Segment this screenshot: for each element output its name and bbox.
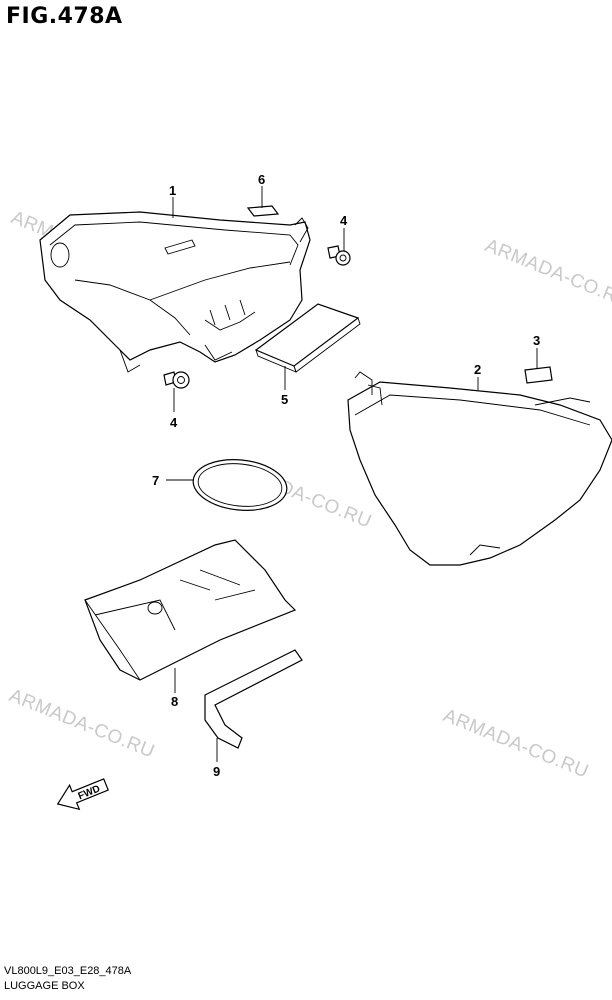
callout-3: 3 (533, 333, 540, 348)
diagram-name: LUGGAGE BOX (4, 980, 85, 992)
hex-wrench-part-9 (204, 649, 303, 749)
band-part-7 (192, 459, 288, 511)
diagram-code: VL800L9_E03_E28_478A (4, 965, 132, 977)
callout-4-lower: 4 (170, 415, 178, 430)
fwd-arrow-icon: FWD (56, 778, 109, 811)
callout-8: 8 (171, 694, 178, 709)
callout-7: 7 (152, 473, 159, 488)
side-cover-part-2 (347, 371, 612, 566)
callout-1: 1 (169, 183, 176, 198)
pad-part-6 (246, 205, 280, 217)
watermark-5: ARMADA-CO.RU (440, 705, 591, 782)
figure-title: FIG.478A (6, 4, 123, 29)
mat-part-5 (254, 303, 361, 373)
tool-bag-part-8 (84, 539, 297, 681)
leader-lines (166, 186, 538, 762)
bolt-part-4-lower (163, 371, 190, 389)
luggage-box-part-1 (39, 211, 311, 373)
watermark-2: ARMADA-CO.RU (482, 235, 612, 312)
bolt-part-4-upper (327, 245, 351, 266)
callout-5: 5 (281, 392, 288, 407)
callout-6: 6 (258, 172, 265, 187)
callout-9: 9 (213, 764, 220, 779)
block-part-3 (524, 366, 553, 384)
callout-4-upper: 4 (340, 213, 348, 228)
fwd-label: FWD (77, 784, 102, 803)
watermark-4: ARMADA-CO.RU (6, 685, 157, 762)
callout-2: 2 (474, 362, 481, 377)
